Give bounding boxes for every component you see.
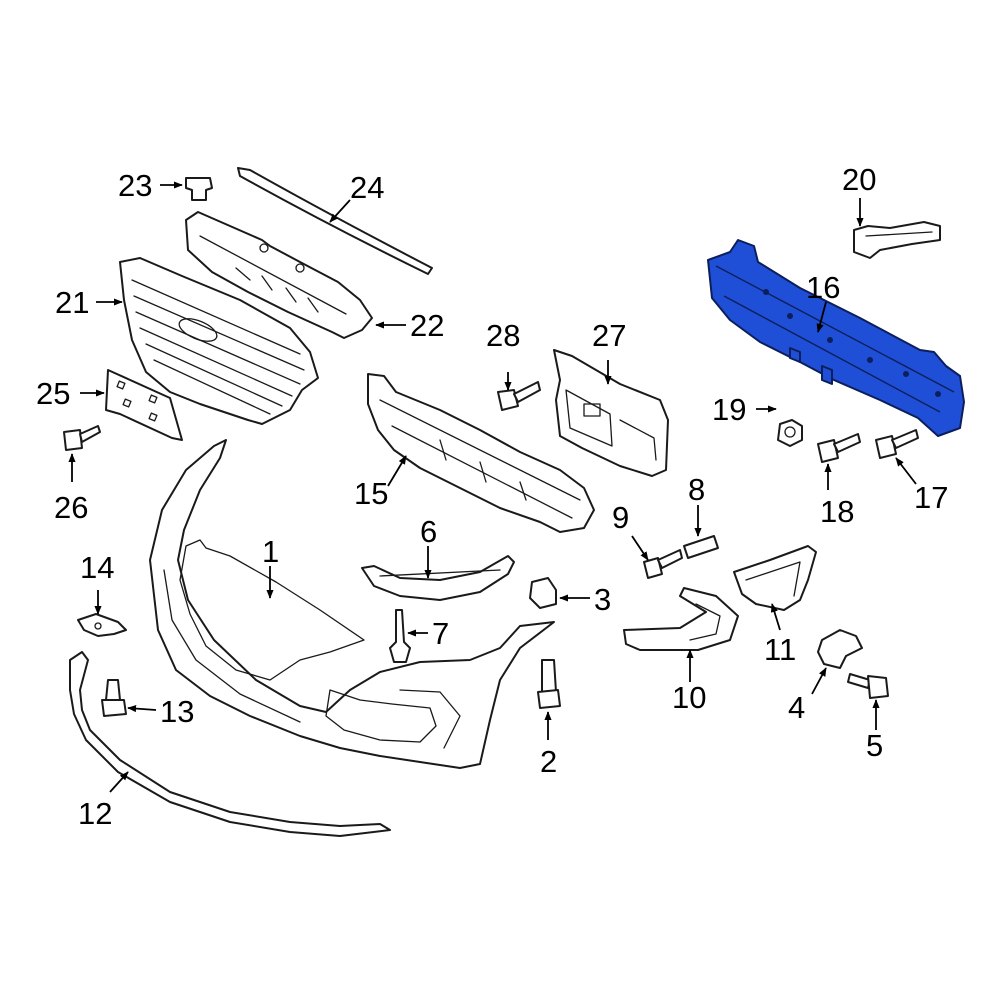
part-3-clip-nut[interactable] — [529, 577, 557, 609]
part-15-energy-absorber[interactable] — [367, 373, 595, 533]
part-17-bolt[interactable] — [875, 429, 919, 459]
callout-12[interactable]: 12 — [78, 796, 112, 831]
callout-22[interactable]: 22 — [410, 308, 444, 343]
callout-3[interactable]: 3 — [594, 582, 611, 617]
part-7-push-pin[interactable] — [389, 609, 411, 663]
part-9-bolt[interactable] — [643, 549, 683, 579]
part-25-license-bracket[interactable] — [105, 369, 183, 441]
part-6-bracket[interactable] — [361, 555, 515, 601]
part-18-bolt[interactable] — [817, 433, 861, 463]
part-1-bumper-cover[interactable] — [149, 439, 555, 769]
part-20-bracket[interactable] — [853, 221, 941, 259]
callout-23[interactable]: 23 — [118, 168, 152, 203]
callout-21[interactable]: 21 — [55, 285, 89, 320]
callout-6[interactable]: 6 — [420, 514, 437, 549]
part-12-lower-molding[interactable] — [69, 651, 391, 837]
callout-7[interactable]: 7 — [432, 616, 449, 651]
part-19-nut[interactable] — [777, 419, 803, 447]
callout-13[interactable]: 13 — [160, 694, 194, 729]
part-27-bracket[interactable] — [553, 349, 669, 477]
part-23-clip[interactable] — [185, 177, 213, 201]
part-4-bracket[interactable] — [817, 629, 863, 669]
callout-11[interactable]: 11 — [764, 632, 796, 667]
callout-5[interactable]: 5 — [866, 728, 883, 763]
callout-17[interactable]: 17 — [914, 480, 948, 515]
callout-labels: 23 24 21 22 25 26 28 27 20 16 19 18 17 1… — [36, 162, 948, 831]
part-8-pad[interactable] — [683, 535, 719, 559]
callout-27[interactable]: 27 — [592, 318, 626, 353]
callout-18[interactable]: 18 — [820, 494, 854, 529]
part-21-grille[interactable] — [119, 257, 319, 425]
callout-15[interactable]: 15 — [354, 476, 388, 511]
callout-4[interactable]: 4 — [788, 690, 805, 725]
callout-16[interactable]: 16 — [806, 270, 840, 305]
part-13-screw[interactable] — [101, 679, 127, 717]
callout-26[interactable]: 26 — [54, 490, 88, 525]
callout-8[interactable]: 8 — [688, 472, 705, 507]
leader-lines — [68, 181, 917, 793]
callout-10[interactable]: 10 — [672, 680, 706, 715]
callout-25[interactable]: 25 — [36, 376, 70, 411]
callout-9[interactable]: 9 — [612, 500, 629, 535]
part-14-clip[interactable] — [77, 613, 127, 637]
part-22-upper-cover[interactable] — [185, 211, 373, 339]
callout-14[interactable]: 14 — [80, 550, 114, 585]
callout-20[interactable]: 20 — [842, 162, 876, 197]
part-10-fog-lamp-bezel[interactable] — [623, 587, 739, 651]
callout-24[interactable]: 24 — [350, 170, 384, 205]
callout-1[interactable]: 1 — [262, 534, 279, 569]
callout-19[interactable]: 19 — [712, 392, 746, 427]
callout-28[interactable]: 28 — [486, 318, 520, 353]
part-28-bolt[interactable] — [497, 381, 541, 411]
part-26-screw[interactable] — [63, 425, 101, 451]
part-2-bolt[interactable] — [537, 659, 561, 709]
part-5-bolt[interactable] — [847, 673, 889, 699]
part-16-reinforcement-beam[interactable] — [707, 239, 965, 437]
callout-2[interactable]: 2 — [540, 744, 557, 779]
part-11-deflector[interactable] — [733, 545, 817, 611]
